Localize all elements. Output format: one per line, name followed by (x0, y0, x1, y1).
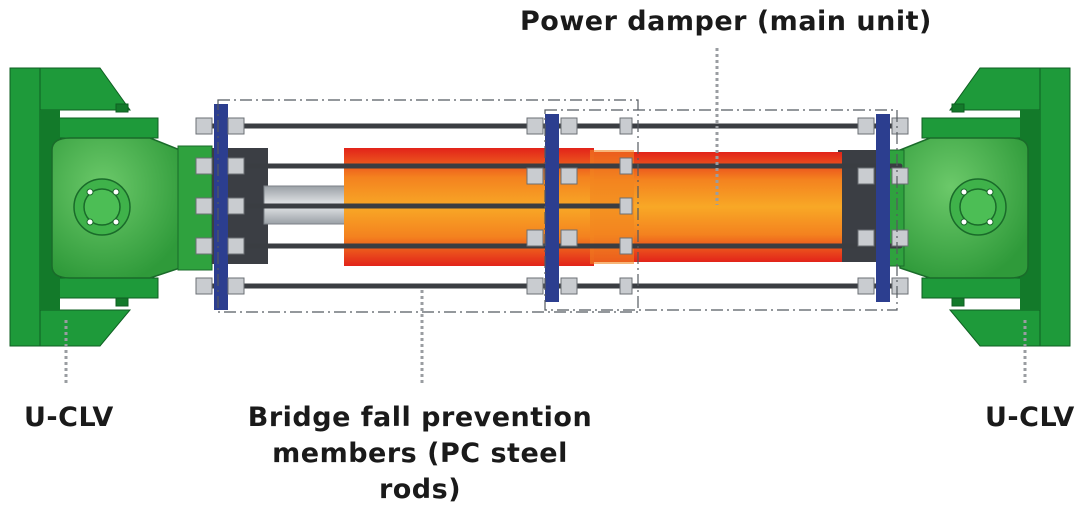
nut (227, 117, 245, 135)
upper-gusset-left (39, 67, 131, 111)
nut (857, 117, 875, 135)
uclv-right (883, 67, 1071, 347)
nut (195, 197, 213, 215)
bolt-head-right-top (951, 103, 965, 113)
leader-lines (64, 48, 1027, 385)
nut (891, 117, 909, 135)
pin-bolt-5 (960, 188, 968, 196)
nut (560, 229, 578, 247)
nut (619, 277, 633, 295)
nut (195, 237, 213, 255)
nut (227, 157, 245, 175)
nut (857, 277, 875, 295)
plate-left (214, 104, 228, 310)
nut (891, 229, 909, 247)
pin-bolt-8 (986, 218, 994, 226)
damper-outline (544, 109, 898, 311)
base-plate-left (9, 67, 41, 347)
pin-bolt-7 (960, 218, 968, 226)
damper-diagram (9, 48, 1071, 385)
rods-outline (217, 99, 639, 313)
nut (891, 167, 909, 185)
nut (619, 117, 633, 135)
bolt-head-right-bottom (951, 297, 965, 307)
nut (195, 277, 213, 295)
nut (560, 277, 578, 295)
pin-bolt-2 (112, 188, 120, 196)
lower-gusset-left (39, 309, 132, 347)
uclv-left (9, 67, 213, 347)
nut (195, 157, 213, 175)
bolt-head-left-bottom (115, 297, 129, 307)
nut (857, 167, 875, 185)
nut (560, 167, 578, 185)
bridge-fall-label-line2: members (PC steel rods) (272, 438, 568, 505)
pin-bolt-6 (986, 188, 994, 196)
plate-middle (545, 114, 559, 302)
nut (227, 237, 245, 255)
nut (227, 277, 245, 295)
nut (227, 197, 245, 215)
nut (619, 237, 633, 255)
nut (619, 197, 633, 215)
pin-bolt-4 (112, 218, 120, 226)
nut (526, 167, 544, 185)
nut (526, 117, 544, 135)
power-damper-label: Power damper (main unit) (520, 6, 932, 37)
pin-left (83, 188, 121, 226)
nut (891, 277, 909, 295)
bridge-fall-prevention-label: Bridge fall prevention members (PC steel… (230, 400, 610, 508)
pin-right (959, 188, 997, 226)
nut (560, 117, 578, 135)
nut (195, 117, 213, 135)
nut (526, 277, 544, 295)
nuts (195, 117, 909, 295)
lower-gusset-right (948, 309, 1041, 347)
nut (619, 157, 633, 175)
nut (857, 229, 875, 247)
uclv-left-label: U-CLV (24, 402, 114, 433)
base-plate-right (1039, 67, 1071, 347)
plate-right (876, 114, 890, 302)
pin-bolt-1 (86, 188, 94, 196)
upper-gusset-right (949, 67, 1041, 111)
bridge-fall-label-line1: Bridge fall prevention (247, 402, 593, 433)
nut (526, 229, 544, 247)
uclv-right-label: U-CLV (985, 402, 1075, 433)
bolt-head-left-top (115, 103, 129, 113)
pin-bolt-3 (86, 218, 94, 226)
